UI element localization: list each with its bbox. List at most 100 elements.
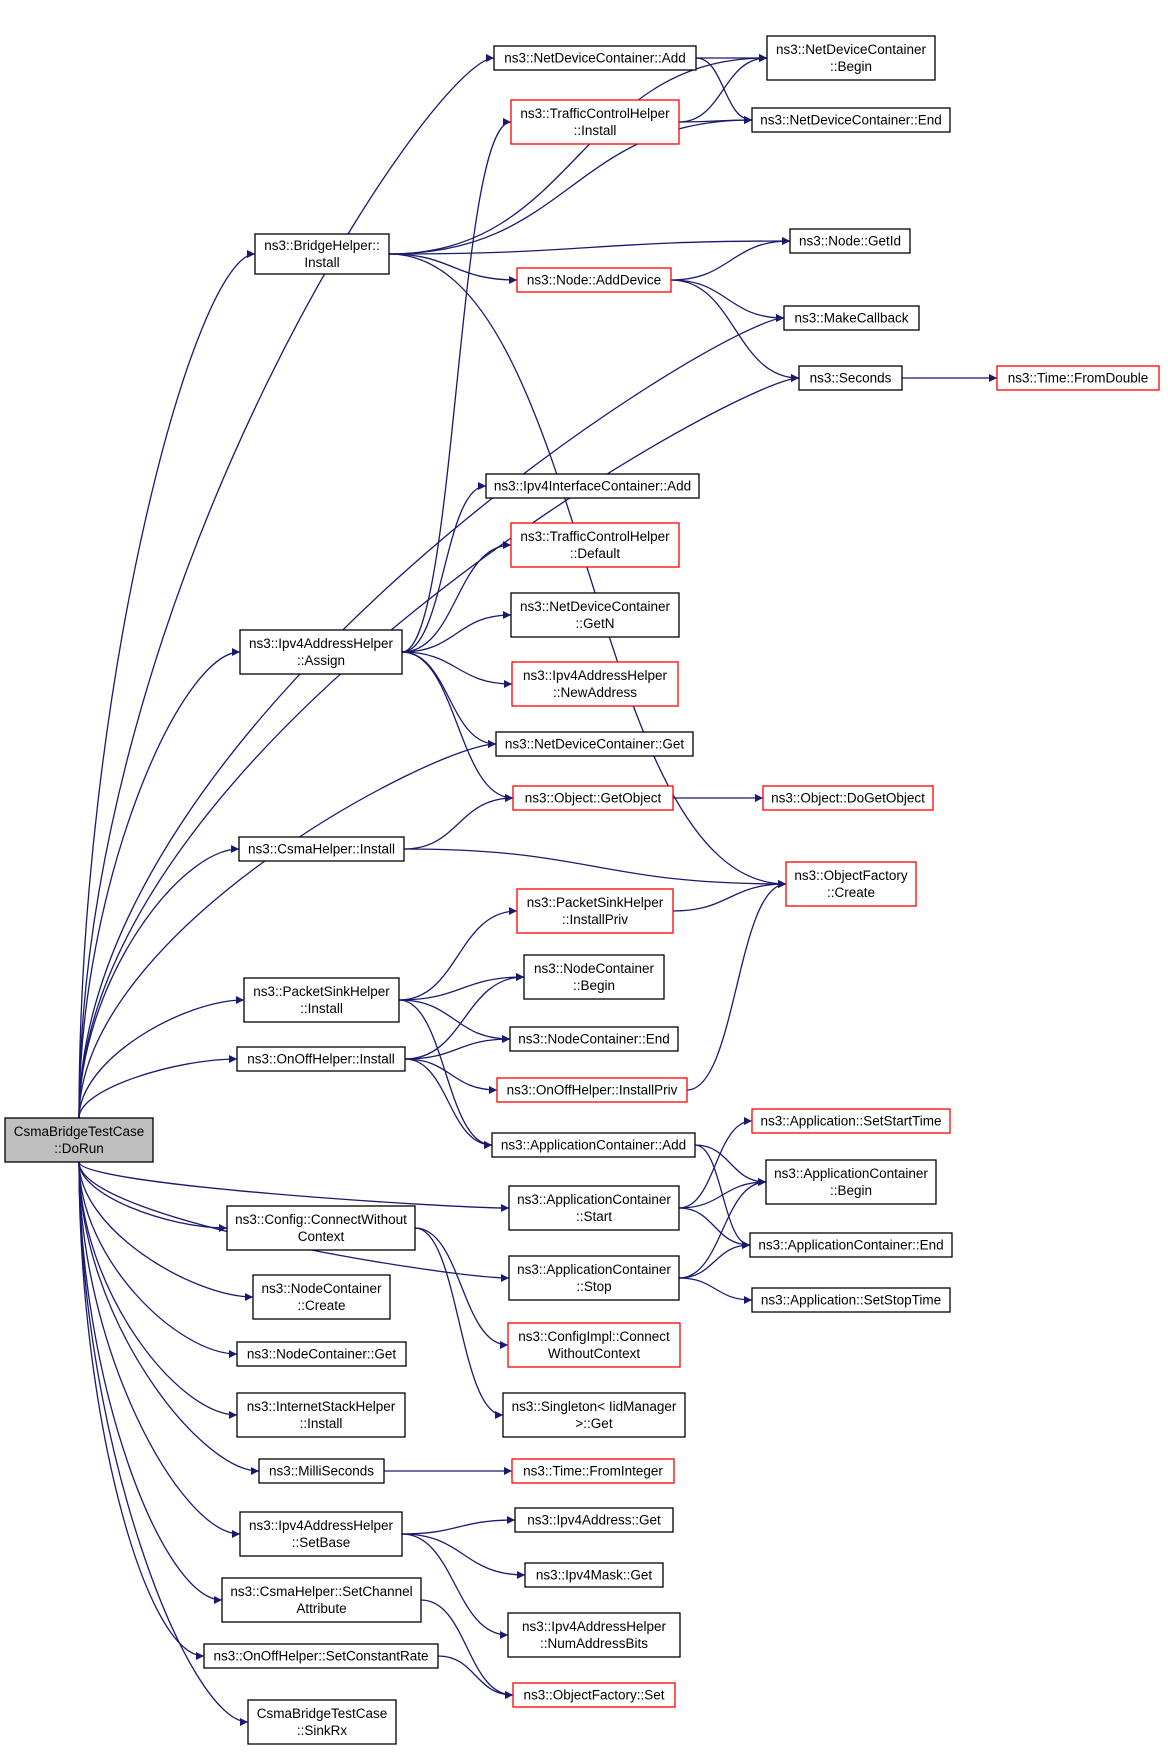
node-ac-begin[interactable]: ns3::ApplicationContainer::Begin [765,1159,937,1205]
node-psh-installpriv[interactable]: ns3::PacketSinkHelper::InstallPriv [516,888,674,934]
edge-ipv4ah_setbase-to-ipv4mask_get [401,1533,526,1579]
edge-root-to-milliseconds [78,1161,260,1475]
edge-psh_installpriv-to-objfactory_create [672,880,787,912]
node-object-dogetobject[interactable]: ns3::Object::DoGetObject [762,785,934,811]
node-app-setstarttime[interactable]: ns3::Application::SetStartTime [751,1108,951,1134]
node-onoff-install[interactable]: ns3::OnOffHelper::Install [236,1046,406,1072]
node-tch-default[interactable]: ns3::TrafficControlHelper::Default [510,522,680,568]
node-label-line: ns3::ObjectFactory::Set [523,1688,664,1703]
node-nc-create[interactable]: ns3::NodeContainer::Create [252,1274,391,1320]
node-ndc-add[interactable]: ns3::NetDeviceContainer::Add [493,45,697,71]
node-ac-stop[interactable]: ns3::ApplicationContainer::Stop [508,1255,680,1301]
node-box [523,954,665,1000]
node-ac-add[interactable]: ns3::ApplicationContainer::Add [491,1132,696,1158]
node-label-line: ns3::MakeCallback [794,311,908,326]
node-ish-install[interactable]: ns3::InternetStackHelper::Install [236,1392,406,1438]
node-nc-begin[interactable]: ns3::NodeContainer::Begin [523,954,665,1000]
node-label-line: ns3::Seconds [810,371,892,386]
node-label-line: ns3::Time::FromInteger [523,1464,663,1479]
edge-ac_start-to-ac_end [678,1207,751,1249]
edge-ipv4ah_assign-to-object_getobject [401,651,514,802]
node-onoff-setconstantrate[interactable]: ns3::OnOffHelper::SetConstantRate [203,1643,439,1669]
node-makecallback[interactable]: ns3::MakeCallback [783,305,920,331]
node-ipv4mask-get[interactable]: ns3::Ipv4Mask::Get [524,1562,664,1588]
node-psh-install[interactable]: ns3::PacketSinkHelper::Install [243,977,400,1023]
node-label-line: ns3::Node::GetId [799,234,901,249]
node-seconds[interactable]: ns3::Seconds [798,365,903,391]
node-object-getobject[interactable]: ns3::Object::GetObject [512,785,674,811]
edge-csma_install-to-objfactory_create [403,848,787,888]
node-ipv4addr-get[interactable]: ns3::Ipv4Address::Get [514,1507,674,1533]
node-ac-end[interactable]: ns3::ApplicationContainer::End [749,1232,953,1258]
node-label-line: ::Start [576,1209,612,1224]
node-ndc-end[interactable]: ns3::NetDeviceContainer::End [751,107,951,133]
node-label-line: ns3::Ipv4AddressHelper [522,1619,667,1634]
node-milliseconds[interactable]: ns3::MilliSeconds [258,1458,385,1484]
node-label-line: ::NewAddress [553,685,637,700]
node-box [996,365,1160,391]
node-label-line: ::Begin [830,59,872,74]
node-objfactory-create[interactable]: ns3::ObjectFactory::Create [785,861,917,907]
node-box [239,629,403,675]
edge-psh_install-to-ac_add [398,999,493,1149]
node-nc-end[interactable]: ns3::NodeContainer::End [509,1026,679,1052]
node-ipv4ah-newaddress[interactable]: ns3::Ipv4AddressHelper::NewAddress [511,661,679,707]
edge-bridge_install-to-node_adddevice [388,253,518,284]
node-box [507,1322,681,1368]
node-onoff-installpriv[interactable]: ns3::OnOffHelper::InstallPriv [496,1077,688,1103]
node-label-line: ::GetN [575,616,614,631]
node-box [258,1458,385,1484]
node-tch-install[interactable]: ns3::TrafficControlHelper::Install [510,99,680,145]
node-root[interactable]: CsmaBridgeTestCase::DoRun [4,1117,154,1163]
node-box [252,1274,391,1320]
node-singleton-get[interactable]: ns3::Singleton< IidManager>::Get [502,1392,686,1438]
edge-ipv4ah_setbase-to-ipv4addr_get [401,1516,516,1535]
node-time-fromdouble[interactable]: ns3::Time::FromDouble [996,365,1160,391]
edge-root-to-ac_start [78,1161,510,1212]
node-label-line: ns3::NodeContainer [261,1281,382,1296]
edge-psh_install-to-nc_end [398,999,511,1043]
node-box [239,1511,403,1557]
node-box [783,305,920,331]
node-label-line: ns3::Ipv4AddressHelper [249,1518,394,1533]
node-label-line: ::InstallPriv [562,912,628,927]
node-ipv4ah-setbase[interactable]: ns3::Ipv4AddressHelper::SetBase [239,1511,403,1557]
node-label-line: ns3::Ipv4InterfaceContainer::Add [494,479,691,494]
node-bridge-install[interactable]: ns3::BridgeHelper::Install [254,233,390,275]
node-box [238,836,405,862]
node-ndc-begin[interactable]: ns3::NetDeviceContainer::Begin [766,35,936,81]
node-ndc-getn[interactable]: ns3::NetDeviceContainer::GetN [510,592,680,638]
node-box [243,977,400,1023]
node-node-adddevice[interactable]: ns3::Node::AddDevice [516,267,672,293]
edge-ac_stop-to-ac_begin [678,1178,767,1279]
node-box [514,1507,674,1533]
node-time-frominteger[interactable]: ns3::Time::FromInteger [511,1458,675,1484]
edge-ipv4ah_assign-to-ndc_getn [401,611,512,653]
node-nc-get[interactable]: ns3::NodeContainer::Get [236,1341,407,1367]
node-ipv4ah-assign[interactable]: ns3::Ipv4AddressHelper::Assign [239,629,403,675]
node-objfactory-set[interactable]: ns3::ObjectFactory::Set [512,1682,676,1708]
node-csma-install[interactable]: ns3::CsmaHelper::Install [238,836,405,862]
node-label-line: ::Create [827,885,875,900]
node-ac-start[interactable]: ns3::ApplicationContainer::Start [508,1185,680,1231]
node-app-setstoptime[interactable]: ns3::Application::SetStopTime [751,1287,951,1313]
node-label-line: ns3::Application::SetStopTime [761,1293,941,1308]
node-ipv4ah-numaddressbits[interactable]: ns3::Ipv4AddressHelper::NumAddressBits [507,1612,681,1658]
node-label-line: ns3::OnOffHelper::SetConstantRate [213,1649,428,1664]
node-box [485,473,700,499]
node-sinkrx[interactable]: CsmaBridgeTestCase::SinkRx [247,1699,397,1745]
node-node-getid[interactable]: ns3::Node::GetId [789,228,911,254]
edge-ipv4ah_assign-to-tch_default [401,541,512,653]
node-box [512,1682,676,1708]
edge-onoff_install-to-ac_add [404,1058,493,1149]
node-ipv4ic-add[interactable]: ns3::Ipv4InterfaceContainer::Add [485,473,700,499]
node-box [496,1077,688,1103]
edge-root-to-nc_get [78,1161,238,1358]
node-ndc-get[interactable]: ns3::NetDeviceContainer::Get [495,731,694,757]
node-box [785,861,917,907]
node-label-line: ns3::CsmaHelper::Install [248,842,395,857]
